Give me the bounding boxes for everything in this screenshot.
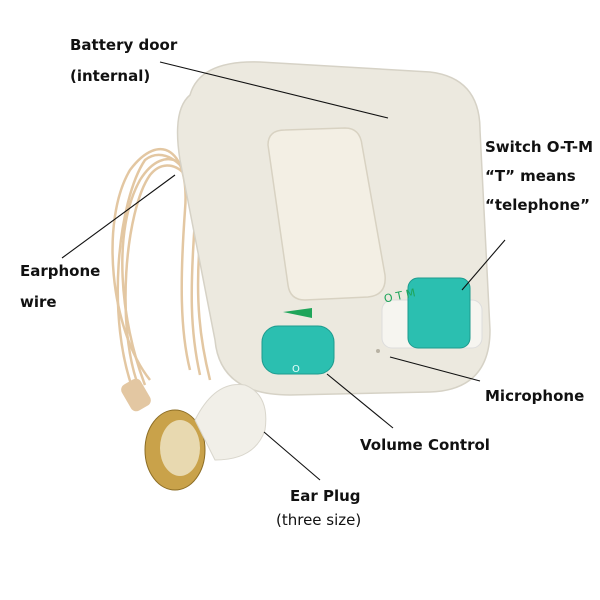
volume-dial[interactable]: [261, 325, 335, 375]
volume-arrow-icon: [283, 308, 312, 318]
label-volume-control: Volume Control: [360, 436, 490, 454]
label-switch-line3: “telephone”: [485, 196, 590, 214]
label-earphone-sub: wire: [20, 293, 57, 311]
otm-switch[interactable]: [407, 277, 471, 349]
label-battery-door: Battery door: [70, 36, 178, 54]
belt-clip: [267, 127, 386, 301]
dial-mark: O: [292, 364, 300, 375]
label-earphone: Earphone: [20, 262, 101, 280]
label-ear-plug: Ear Plug: [290, 487, 361, 505]
switch-letters: O T M: [383, 286, 417, 305]
label-switch-line2: “T” means: [485, 167, 576, 185]
microphone-hole: [376, 349, 380, 353]
label-battery-door-sub: (internal): [70, 67, 151, 85]
label-switch: Switch O-T-M: [485, 138, 593, 156]
label-ear-plug-sub: (three size): [276, 511, 362, 529]
ear-plug: [121, 378, 267, 491]
leader-lines: [61, 61, 506, 481]
label-microphone: Microphone: [485, 387, 585, 405]
